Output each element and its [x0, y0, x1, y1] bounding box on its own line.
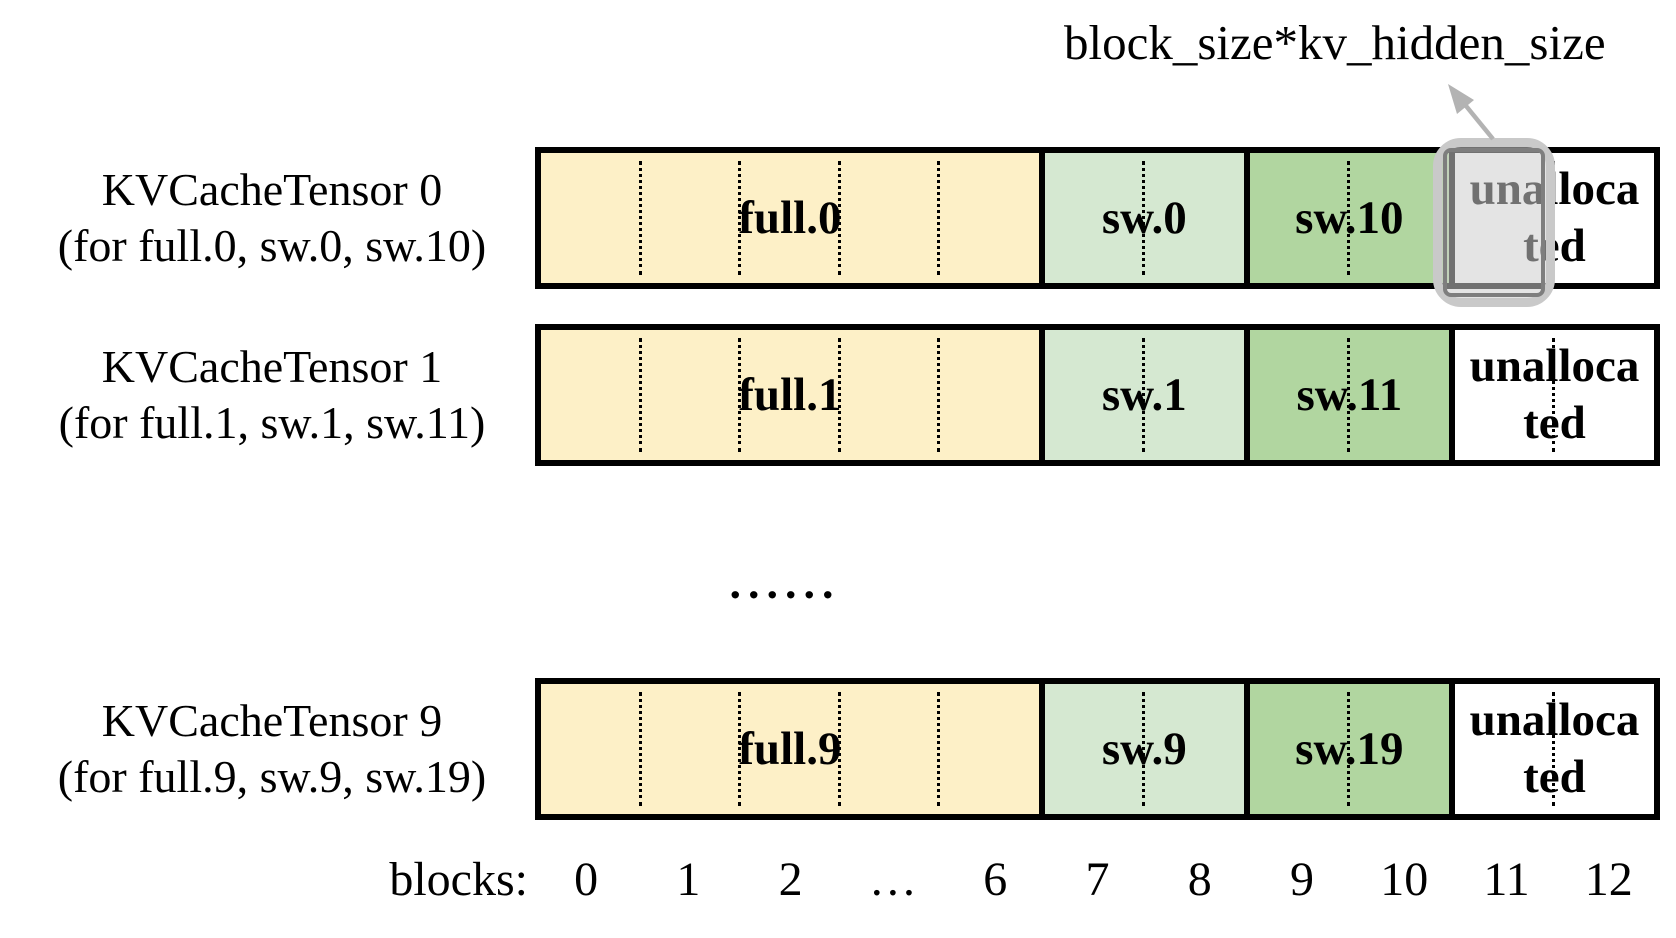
block-cell [1347, 153, 1449, 283]
block-divider-dotted [1552, 692, 1556, 806]
rows-ellipsis: ...... [729, 557, 841, 608]
tensor-row-title: KVCacheTensor 1 [101, 341, 443, 392]
block-divider-dotted [738, 338, 742, 452]
block-divider-dotted [1347, 338, 1351, 452]
kvcache-tensor-row: KVCacheTensor 0 (for full.0, sw.0, sw.10… [0, 147, 1676, 289]
block-cell [1552, 330, 1654, 460]
tensor-row-label: KVCacheTensor 0 (for full.0, sw.0, sw.10… [18, 147, 526, 289]
segment-full.0: full.0 [541, 153, 1039, 283]
callout-arrow-line [1460, 99, 1495, 141]
block-divider-dotted [1347, 161, 1351, 275]
block-cell [541, 330, 641, 460]
block-divider-dotted [837, 338, 841, 452]
segment-full.1: full.1 [541, 330, 1039, 460]
block-cell [1142, 153, 1244, 283]
axis-tick: 6 [983, 853, 1008, 906]
block-cell [1347, 330, 1449, 460]
axis-tick: 12 [1584, 853, 1633, 906]
block-cell [1552, 684, 1654, 814]
blocks-axis-caption: blocks: [389, 853, 528, 906]
block-divider-dotted [638, 338, 642, 452]
segment-full.9: full.9 [541, 684, 1039, 814]
block-divider-dotted [638, 161, 642, 275]
tensor-row-title: KVCacheTensor 9 [101, 695, 443, 746]
axis-tick: 11 [1483, 853, 1530, 906]
segment-sw.11: sw.11 [1243, 330, 1449, 460]
block-cell [1250, 153, 1350, 283]
block-divider-dotted [1142, 161, 1146, 275]
block-divider-dotted [738, 161, 742, 275]
block-cell [738, 684, 840, 814]
block-cell [1552, 153, 1654, 283]
block-cell [1250, 330, 1350, 460]
segment-sw.19: sw.19 [1243, 684, 1449, 814]
block-divider-dotted [937, 692, 941, 806]
tensor-row-title: KVCacheTensor 0 [101, 164, 443, 215]
block-cell [638, 330, 741, 460]
block-cell [1142, 684, 1244, 814]
axis-tick: … [868, 853, 917, 906]
block-cell [837, 330, 940, 460]
block-cell [1250, 684, 1350, 814]
tensor-row-label: KVCacheTensor 1 (for full.1, sw.1, sw.11… [18, 324, 526, 466]
segment-sw.10: sw.10 [1243, 153, 1449, 283]
block-divider-dotted [937, 161, 941, 275]
axis-tick: 10 [1380, 853, 1429, 906]
block-divider-dotted [837, 692, 841, 806]
block-cell [837, 153, 940, 283]
block-cell [937, 684, 1039, 814]
axis-tick: 2 [778, 853, 803, 906]
axis-tick: 1 [676, 853, 701, 906]
block-cell [1045, 684, 1145, 814]
tensor-row-label: KVCacheTensor 9 (for full.9, sw.9, sw.19… [18, 678, 526, 820]
block-divider-dotted [1142, 692, 1146, 806]
block-divider-dotted [738, 692, 742, 806]
segment-sw.9: sw.9 [1038, 684, 1244, 814]
segment-sw.1: sw.1 [1038, 330, 1244, 460]
block-divider-dotted [1347, 692, 1351, 806]
block-size-annotation: block_size*kv_hidden_size [1064, 15, 1606, 70]
block-cell [1045, 330, 1145, 460]
block-divider-dotted [837, 161, 841, 275]
block-divider-dotted [1142, 338, 1146, 452]
block-highlight-outline [1433, 138, 1555, 307]
block-cell [937, 153, 1039, 283]
block-cell [1455, 684, 1555, 814]
block-cell [1142, 330, 1244, 460]
block-divider-dotted [638, 692, 642, 806]
block-cell [1347, 684, 1449, 814]
block-cell [541, 684, 641, 814]
block-cell [738, 153, 840, 283]
tensor-row-subtitle: (for full.1, sw.1, sw.11) [58, 397, 486, 448]
kvcache-tensor-row: KVCacheTensor 1 (for full.1, sw.1, sw.11… [0, 324, 1676, 466]
block-cell [638, 153, 741, 283]
block-cell [937, 330, 1039, 460]
axis-tick: 8 [1187, 853, 1212, 906]
axis-tick: 0 [574, 853, 599, 906]
block-divider-dotted [1552, 338, 1556, 452]
tensor-row-subtitle: (for full.9, sw.9, sw.19) [57, 751, 487, 802]
block-divider-dotted [937, 338, 941, 452]
block-cell [1455, 330, 1555, 460]
kvcache-tensor-row: KVCacheTensor 9 (for full.9, sw.9, sw.19… [0, 678, 1676, 820]
block-cell [638, 684, 741, 814]
block-cell [541, 153, 641, 283]
tensor-row-subtitle: (for full.0, sw.0, sw.10) [57, 220, 487, 271]
axis-tick: 7 [1085, 853, 1110, 906]
block-cell [738, 330, 840, 460]
callout-arrow-head [1448, 84, 1474, 114]
segment-sw.0: sw.0 [1038, 153, 1244, 283]
block-cell [837, 684, 940, 814]
axis-tick: 9 [1289, 853, 1314, 906]
block-cell [1045, 153, 1145, 283]
